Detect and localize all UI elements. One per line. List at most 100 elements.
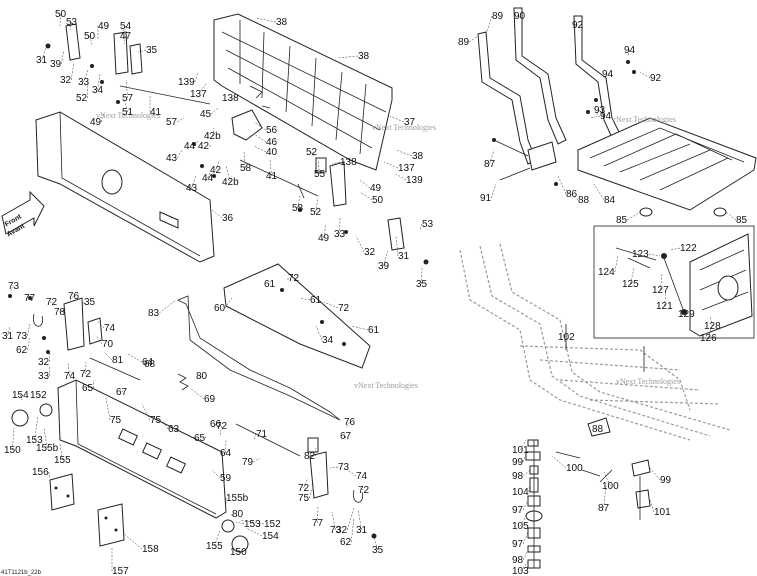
callout-label: 70 bbox=[102, 339, 114, 350]
callout-label: 58 bbox=[240, 163, 252, 174]
callout-leader bbox=[59, 309, 65, 313]
callout-62: 62 bbox=[16, 337, 31, 356]
callout-label: 137 bbox=[398, 163, 415, 174]
callout-33: 33 bbox=[78, 69, 90, 88]
callout-label: 97 bbox=[512, 539, 524, 550]
watermark: vNext Technologies bbox=[354, 381, 418, 390]
callout-label: 43 bbox=[186, 183, 198, 194]
callout-label: 62 bbox=[16, 345, 28, 356]
callout-label: 150 bbox=[4, 445, 21, 456]
callout-label: 59 bbox=[220, 473, 232, 484]
callout-label: 50 bbox=[84, 31, 96, 42]
callout-leader bbox=[176, 149, 183, 159]
callout-label: 76 bbox=[68, 291, 80, 302]
callout-label: 72 bbox=[338, 303, 350, 314]
callout-leader bbox=[490, 183, 497, 199]
callout-label: 33 bbox=[334, 229, 346, 240]
callout-82: 82 bbox=[304, 447, 317, 462]
callout-label: 138 bbox=[340, 157, 357, 168]
callout-leader bbox=[314, 447, 317, 457]
callout-61: 61 bbox=[299, 295, 322, 306]
callout-50: 50 bbox=[55, 9, 67, 27]
callout-52: 52 bbox=[310, 197, 322, 218]
callout-label: 41 bbox=[266, 171, 278, 182]
callout-72: 72 bbox=[46, 297, 58, 308]
callout-label: 87 bbox=[598, 503, 610, 514]
callout-leader bbox=[141, 403, 151, 421]
callout-73: 73 bbox=[8, 281, 20, 293]
callout-60: 60 bbox=[214, 297, 233, 314]
callout-leader bbox=[9, 285, 14, 293]
callout-label: 44 bbox=[202, 173, 214, 184]
callout-leader bbox=[121, 25, 126, 35]
latch-plate-79 bbox=[309, 451, 329, 499]
ghost-crossbar bbox=[539, 359, 721, 405]
callout-label: 100 bbox=[602, 481, 619, 492]
callout-leader bbox=[215, 159, 221, 171]
callout-leader bbox=[207, 167, 213, 179]
callout-51: 51 bbox=[122, 97, 134, 118]
callout-leader bbox=[419, 223, 423, 231]
callout-leader bbox=[627, 49, 630, 57]
callout-50: 50 bbox=[84, 31, 96, 45]
callout-58: 58 bbox=[292, 195, 304, 214]
callout-leader bbox=[253, 433, 257, 441]
callout-leader bbox=[123, 35, 126, 45]
callout-leader bbox=[253, 457, 261, 463]
callout-74: 74 bbox=[97, 321, 116, 334]
callout-72: 72 bbox=[358, 485, 370, 496]
callout-leader bbox=[214, 529, 221, 547]
callout-100: 100 bbox=[602, 471, 619, 492]
callout-leader bbox=[557, 175, 567, 195]
callout-label: 38 bbox=[412, 151, 424, 162]
callout-label: 49 bbox=[90, 117, 102, 128]
callout-label: 34 bbox=[322, 335, 334, 346]
callout-label: 155b bbox=[36, 443, 59, 454]
callout-leader bbox=[383, 249, 389, 267]
callout-leader bbox=[48, 471, 51, 479]
callout-99: 99 bbox=[649, 467, 672, 486]
callout-31: 31 bbox=[395, 235, 410, 262]
bracket-78 bbox=[63, 297, 85, 351]
callout-leader bbox=[211, 209, 223, 219]
callout-73: 73 bbox=[329, 462, 350, 473]
bracket-100 bbox=[587, 417, 611, 437]
callout-leader bbox=[97, 321, 105, 329]
callout-138: 138 bbox=[222, 93, 239, 104]
callout-leader bbox=[346, 507, 355, 531]
upper-tailgate-group bbox=[35, 13, 429, 265]
callout-label: 50 bbox=[55, 9, 67, 20]
callout-leader bbox=[725, 211, 737, 221]
callout-label: 74 bbox=[104, 323, 116, 334]
callout-label: 98 bbox=[512, 555, 524, 566]
callout-66: 66 bbox=[210, 419, 222, 430]
callout-label: 73 bbox=[338, 462, 350, 473]
callout-57: 57 bbox=[122, 79, 134, 104]
callout-leader bbox=[239, 519, 265, 525]
callout-leader bbox=[709, 315, 713, 327]
callout-127: 127 bbox=[652, 273, 669, 296]
callout-label: 77 bbox=[24, 293, 36, 304]
callout-label: 101 bbox=[654, 507, 671, 518]
callout-leader bbox=[337, 55, 359, 59]
callout-label: 74 bbox=[64, 371, 76, 382]
callout-label: 35 bbox=[416, 279, 428, 290]
callout-79: 79 bbox=[242, 457, 261, 468]
callout-leader bbox=[83, 69, 89, 83]
latch-70 bbox=[87, 317, 103, 345]
callout-101: 101 bbox=[649, 499, 671, 518]
inset-frame bbox=[593, 225, 755, 339]
callout-125: 125 bbox=[622, 267, 639, 290]
callout-label: 42b bbox=[222, 177, 239, 188]
latch-plate-left bbox=[113, 31, 129, 75]
callout-label: 157 bbox=[112, 566, 129, 576]
callout-53: 53 bbox=[66, 17, 78, 31]
ghost-frame-a bbox=[459, 249, 691, 441]
callout-49: 49 bbox=[90, 113, 105, 128]
callout-87: 87 bbox=[484, 149, 496, 170]
callout-leader bbox=[323, 223, 327, 239]
callout-97: 97 bbox=[512, 531, 529, 550]
callout-label: 64 bbox=[220, 448, 232, 459]
watermark: vNext Technologies bbox=[616, 377, 680, 386]
callout-67: 67 bbox=[116, 387, 128, 398]
